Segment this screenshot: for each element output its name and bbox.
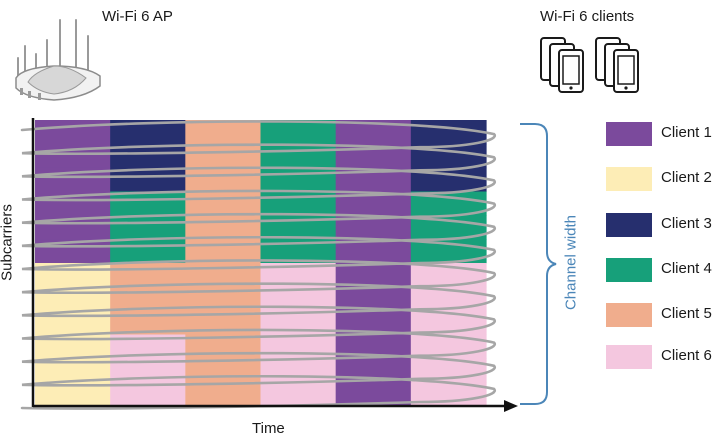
router-icon	[15, 19, 101, 101]
resource-unit-client6	[260, 382, 337, 407]
ap-label: Wi-Fi 6 AP	[102, 8, 173, 25]
resource-unit-client4	[110, 239, 186, 264]
resource-unit-client4	[260, 167, 337, 193]
legend-label-client-6: Client 6	[661, 347, 712, 364]
legend-label-client-4: Client 4	[661, 260, 712, 277]
legend-swatch-client-4	[606, 258, 652, 282]
resource-unit-client5	[185, 191, 262, 216]
legend-swatch-client-5	[606, 303, 652, 327]
resource-unit-client4	[260, 143, 337, 169]
legend-item-client-4: Client 4	[606, 258, 718, 282]
resource-unit-client5	[185, 358, 262, 383]
resource-unit-client5	[185, 382, 262, 407]
legend-swatch-client-2	[606, 167, 652, 191]
resource-unit-client6	[260, 358, 337, 383]
clients-label: Wi-Fi 6 clients	[540, 8, 635, 25]
legend-item-client-1: Client 1	[606, 122, 718, 146]
legend-item-client-2: Client 2	[606, 167, 718, 191]
subcarrier-wave-path	[20, 120, 497, 410]
legend-swatch-client-6	[606, 345, 652, 369]
axes	[31, 118, 518, 412]
legend-label-client-1: Client 1	[661, 124, 712, 141]
legend-swatch-client-3	[606, 213, 652, 237]
smartphone-icon-group-2	[595, 37, 639, 93]
legend-item-client-6: Client 6	[606, 345, 718, 369]
channel-width-bracket	[520, 123, 557, 405]
resource-unit-client5	[185, 167, 262, 193]
resource-unit-client4	[110, 215, 186, 240]
resource-unit-client1	[335, 263, 412, 288]
x-axis-arrow-icon	[504, 400, 518, 412]
legend-swatch-client-1	[606, 122, 652, 146]
resource-unit-client4	[110, 191, 186, 216]
resource-unit-client5	[185, 215, 262, 240]
legend-item-client-3: Client 3	[606, 213, 718, 237]
legend-item-client-5: Client 5	[606, 303, 718, 327]
x-axis-label: Time	[252, 420, 285, 437]
smartphone-icon-group-1	[540, 37, 584, 93]
channel-width-label: Channel width	[562, 214, 580, 311]
legend-label-client-3: Client 3	[661, 215, 712, 232]
legend-label-client-5: Client 5	[661, 305, 712, 322]
resource-unit-client5	[185, 143, 262, 169]
y-axis-label: Subcarriers	[0, 204, 16, 281]
resource-unit-client3	[110, 167, 186, 193]
resource-unit-client4	[260, 120, 337, 145]
legend-label-client-2: Client 2	[661, 169, 712, 186]
resource-unit-client6	[260, 334, 337, 359]
resource-unit-client3	[410, 120, 487, 145]
subcarrier-wave	[20, 120, 497, 410]
resource-unit-client5	[185, 120, 262, 145]
